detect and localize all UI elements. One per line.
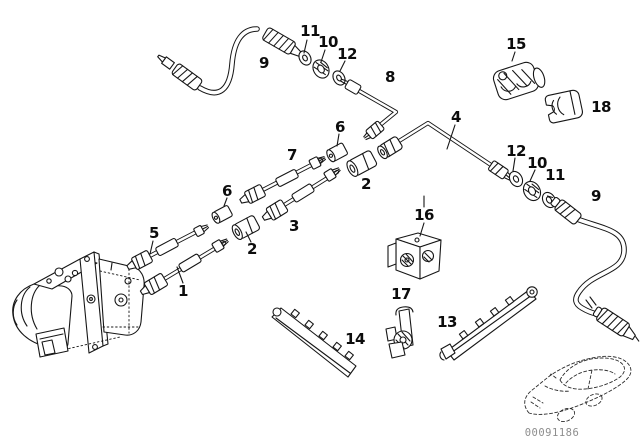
bracket-16-drawing — [387, 232, 442, 280]
part-label-9-front-hose: 9 — [259, 54, 269, 72]
car-silhouette-drawing — [524, 355, 632, 423]
union-nut-6-upper — [326, 142, 348, 163]
part-label-11-right: 11 — [545, 166, 565, 184]
part-label-12-upper: 12 — [337, 45, 357, 63]
pipe-3-drawing — [261, 167, 341, 221]
part-label-9-rear-hose: 9 — [591, 187, 601, 205]
part-label-1: 1 — [178, 282, 188, 300]
pipe-7-drawing — [239, 156, 327, 204]
clip-18-drawing — [544, 89, 583, 124]
part-label-17: 17 — [391, 285, 411, 303]
union-nut-2-right — [346, 150, 378, 177]
pipe-4-drawing — [377, 120, 513, 182]
part-label-8: 8 — [385, 68, 395, 86]
part-label-10-upper: 10 — [318, 33, 338, 51]
leader-lines — [149, 39, 536, 284]
part-label-18: 18 — [591, 98, 611, 116]
union-nut-6-left — [211, 205, 233, 224]
abs-hydraulic-unit-drawing — [12, 251, 145, 358]
part-label-7: 7 — [287, 146, 297, 164]
union-nut-2-left — [231, 215, 260, 240]
pipe-1-drawing — [139, 238, 229, 296]
clip-17-drawing — [385, 306, 414, 359]
pipe-rail-13-drawing — [439, 286, 538, 361]
pipe-5-drawing — [126, 224, 210, 270]
part-label-10-right: 10 — [527, 154, 547, 172]
rear-brake-hose-drawing — [546, 195, 640, 342]
part-label-6-left: 6 — [222, 182, 232, 200]
front-brake-hose-drawing — [157, 26, 306, 96]
part-label-4: 4 — [451, 108, 461, 126]
pipe-rail-14-drawing — [271, 307, 357, 378]
part-label-14: 14 — [345, 330, 365, 348]
part-label-3: 3 — [289, 217, 299, 235]
part-label-11-upper: 11 — [300, 22, 320, 40]
part-label-6-upper: 6 — [335, 118, 345, 136]
drawing-number-watermark: 00091186 — [524, 427, 580, 439]
part-label-16: 16 — [414, 206, 434, 224]
part-label-2-right: 2 — [361, 175, 371, 193]
washer-union-set-right — [508, 170, 557, 209]
part-label-15: 15 — [506, 35, 526, 53]
part-label-13: 13 — [437, 313, 457, 331]
part-label-2-left: 2 — [247, 240, 257, 258]
part-label-12-right: 12 — [506, 142, 526, 160]
pipe-8-drawing — [339, 78, 399, 141]
hose-holder-15-drawing — [492, 61, 546, 101]
part-label-5: 5 — [149, 224, 159, 242]
